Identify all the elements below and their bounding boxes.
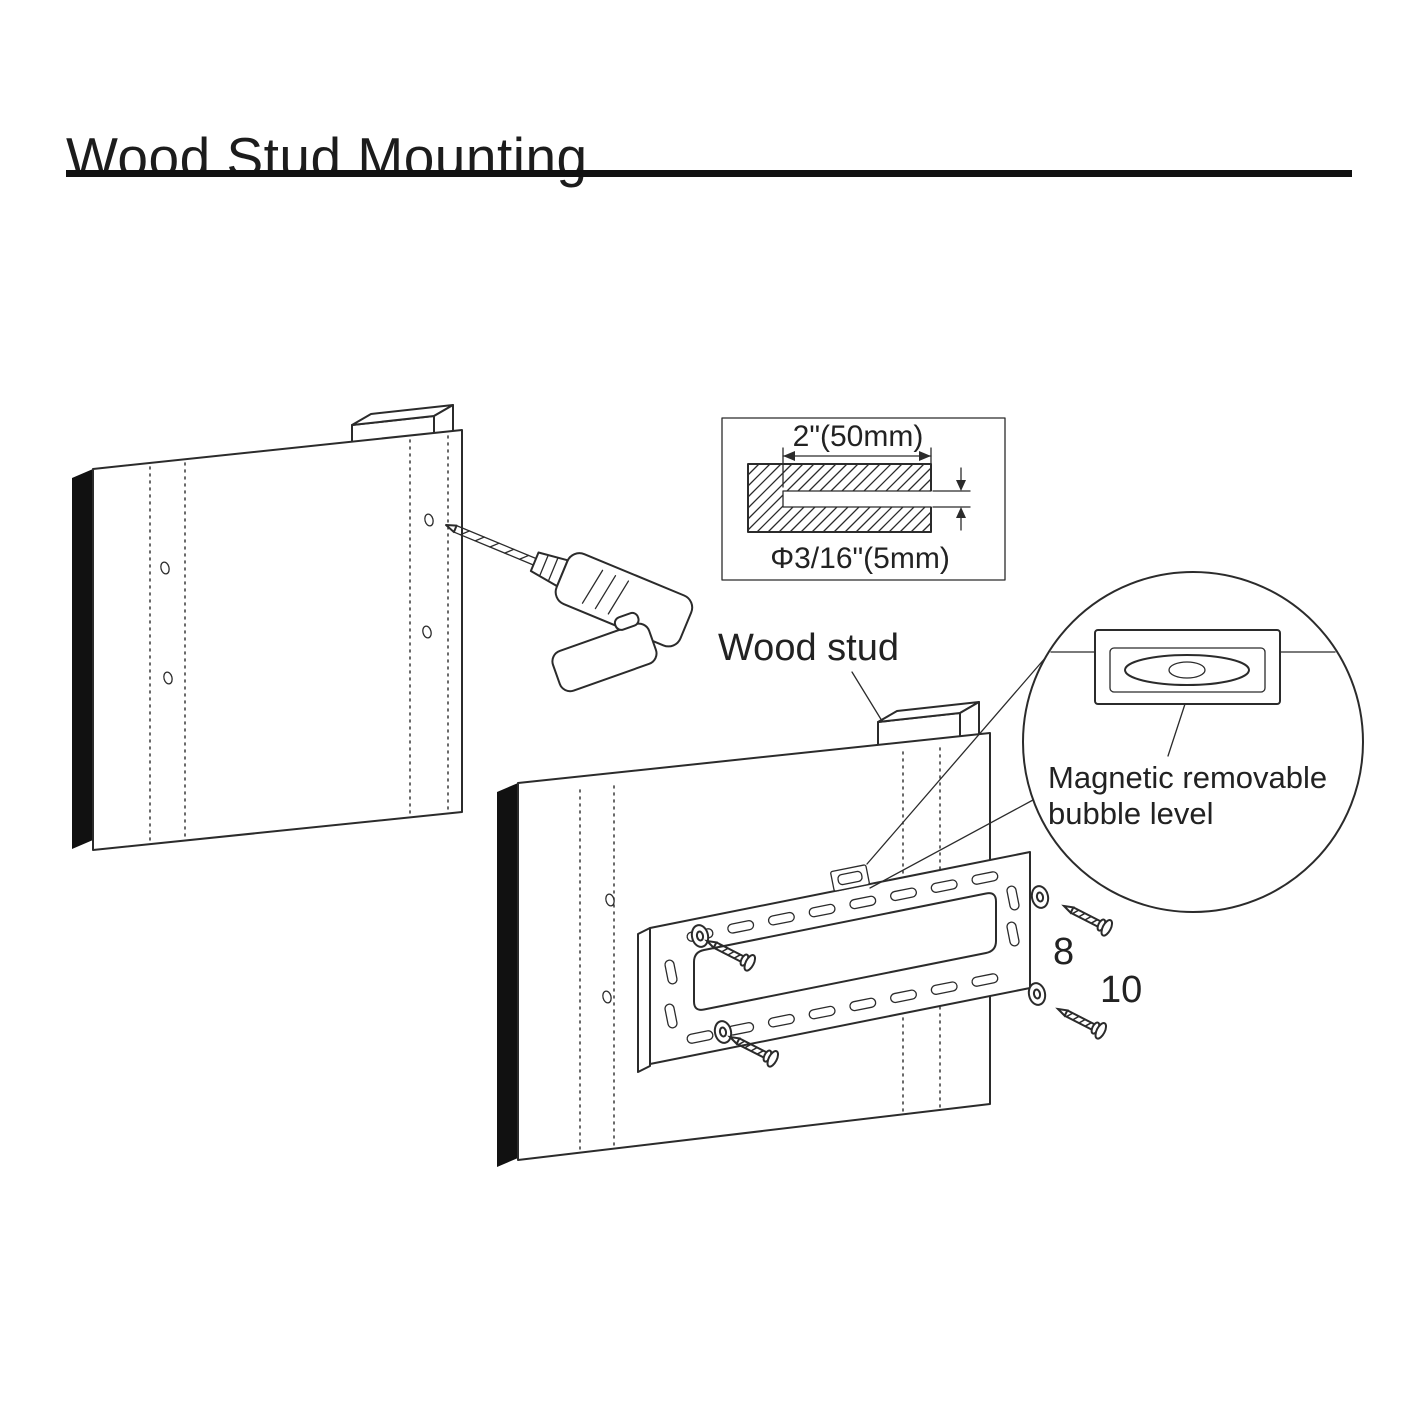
hatch-line <box>921 522 932 533</box>
hatch-line <box>747 463 771 487</box>
bracket-slot <box>808 1005 836 1020</box>
bracket-slot <box>767 1013 795 1028</box>
bracket-side-thickness <box>637 927 651 1073</box>
level-bubble <box>1168 661 1206 679</box>
magnifier-cone-line <box>866 656 1047 865</box>
drill-bit-tip <box>445 524 458 534</box>
hatch-line <box>747 463 815 531</box>
wall-plate-bracket <box>637 851 1031 1073</box>
drill-grip <box>551 622 658 693</box>
bracket-slot <box>686 1030 714 1044</box>
hatch-line <box>747 463 760 476</box>
bracket-slot <box>930 879 958 893</box>
fasteners: 8 10 <box>688 883 1142 1070</box>
page-title: Wood Stud Mounting <box>66 125 588 188</box>
bracket-slot <box>664 959 678 985</box>
bracket-slot <box>849 997 877 1012</box>
wall-edge-lower <box>497 783 518 1167</box>
dimension-diameter: Φ3/16"(5mm) <box>770 467 971 575</box>
diameter-dimension-label: Φ3/16"(5mm) <box>770 542 950 575</box>
bracket-slot <box>808 903 836 918</box>
title-rule <box>66 170 1352 177</box>
level-window <box>1109 647 1266 693</box>
wood-stud-label: Wood stud <box>718 627 899 669</box>
bracket-slot <box>664 1003 678 1029</box>
wall-edge-upper <box>72 469 93 849</box>
drill-bit <box>453 524 537 566</box>
bracket-slot <box>849 895 877 910</box>
wall-face-upper <box>92 429 463 851</box>
magnifier-callout: Magnetic removable bubble level <box>866 571 1364 913</box>
hatch-line <box>910 511 932 533</box>
part-label-8: 8 <box>1053 931 1074 973</box>
bracket-slots <box>664 871 1020 1044</box>
drill <box>445 524 694 693</box>
hatch-line <box>747 463 782 498</box>
drill-body <box>554 552 694 648</box>
bracket-slot <box>971 871 999 885</box>
drill-trigger <box>613 611 640 631</box>
bracket-slot <box>971 973 999 987</box>
part-label-10: 10 <box>1100 969 1142 1011</box>
bubble-level-label-line2: bubble level <box>1048 796 1213 831</box>
hatch-line <box>747 463 793 509</box>
bubble-level-label-line1: Magnetic removable <box>1048 760 1327 795</box>
pilot-holes-upper <box>160 513 434 685</box>
bracket-slot <box>767 911 795 926</box>
washer <box>1028 883 1052 911</box>
bracket-slot <box>727 920 755 934</box>
magnifier-cone-line <box>869 799 1034 889</box>
width-dimension-label: 2"(50mm) <box>793 420 924 453</box>
bubble-level-magnified <box>1050 629 1336 757</box>
bubble-level-small <box>830 864 870 892</box>
bracket-slot <box>930 981 958 995</box>
drilled-hole <box>783 491 933 507</box>
upper-wall-panel <box>72 404 463 851</box>
inset-border <box>721 417 1006 581</box>
level-housing <box>1094 629 1281 705</box>
bracket-slot <box>1006 921 1020 947</box>
dimension-width: 2"(50mm) <box>782 420 932 488</box>
drill-depth-detail-inset: 2"(50mm) Φ3/16"(5mm) <box>721 417 1006 581</box>
bracket-slot <box>890 989 917 1004</box>
bracket-slot <box>890 887 917 902</box>
bracket-slot <box>1006 885 1020 911</box>
level-vial <box>1124 654 1250 686</box>
bracket-cutout <box>693 892 997 1011</box>
level-leader-line <box>1167 703 1186 757</box>
wood-stud-callout: Wood stud <box>718 627 899 735</box>
magnifier-circle <box>1022 571 1364 913</box>
hatch-line <box>747 463 804 520</box>
